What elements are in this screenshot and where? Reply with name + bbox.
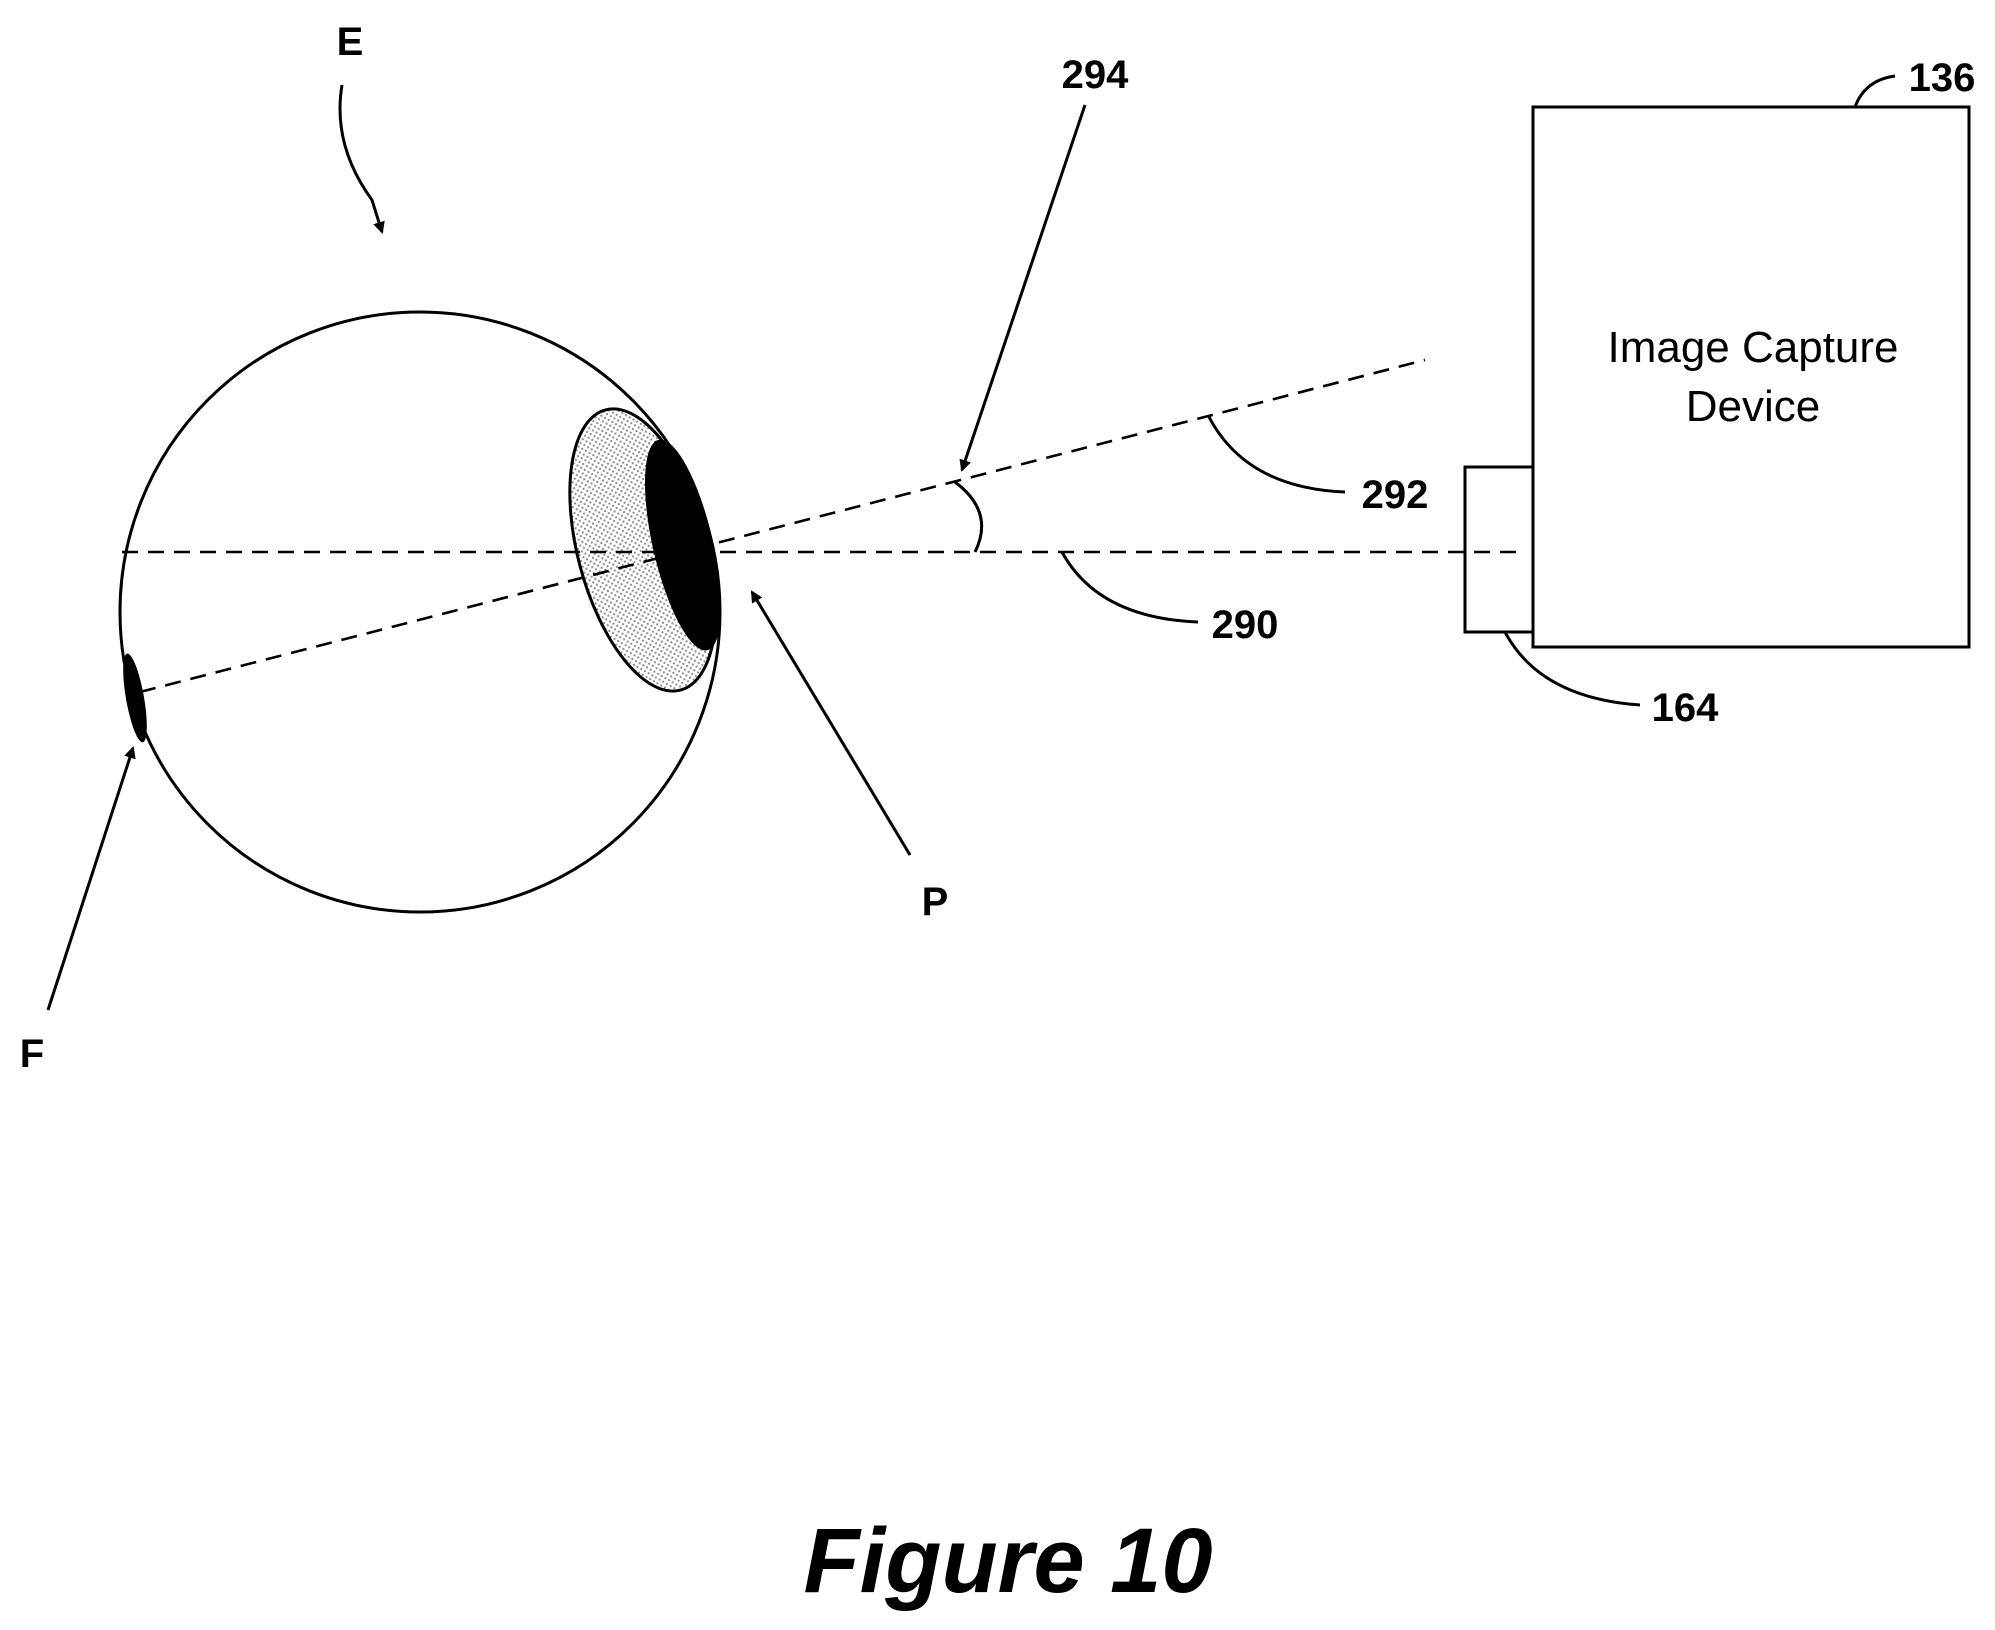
arrow-p [752, 592, 910, 855]
label-290: 290 [1212, 603, 1279, 647]
leader-136 [1855, 76, 1895, 107]
label-136: 136 [1909, 56, 1976, 100]
label-f: F [20, 1032, 44, 1076]
lens-164 [1465, 467, 1533, 632]
figure-caption: Figure 10 [803, 1510, 1212, 1612]
device-text-line2: Device [1686, 382, 1821, 431]
arrow-f [48, 748, 133, 1010]
leader-290 [1062, 552, 1198, 622]
image-capture-device-box [1533, 107, 1969, 647]
angle-arc-294 [955, 482, 982, 552]
leader-292 [1208, 415, 1345, 492]
label-e: E [337, 20, 364, 64]
arrow-e [340, 85, 382, 232]
label-294: 294 [1062, 53, 1129, 97]
device-text-line1: Image Capture [1607, 323, 1898, 372]
arrow-294 [962, 105, 1085, 470]
label-p: P [922, 880, 949, 924]
leader-164 [1505, 632, 1640, 705]
label-164: 164 [1652, 686, 1719, 730]
label-292: 292 [1362, 473, 1429, 517]
fovea [118, 652, 151, 744]
